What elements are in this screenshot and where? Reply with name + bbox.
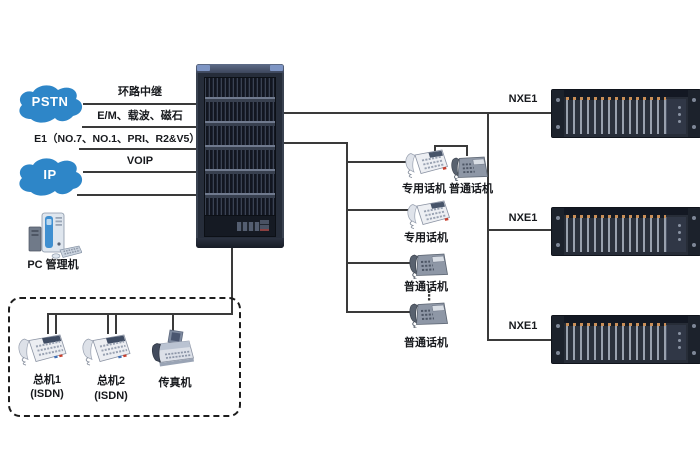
phone-bus-line: [346, 142, 348, 313]
dedicated-phone-label-1: 专用话机: [402, 183, 446, 195]
mount-ear: [688, 316, 700, 363]
card-slots: [566, 97, 666, 134]
ordinary-phone-label-3: 普通话机: [404, 337, 448, 349]
nxe1-3-branch-line: [487, 339, 551, 341]
dedicated-phone-icon-1: [402, 146, 448, 179]
console1-label: 总机1: [32, 374, 62, 386]
blank-panel: [666, 217, 686, 252]
mount-ear: [552, 208, 564, 255]
mount-ear: [688, 208, 700, 255]
ordinary-phone-label-1: 普通话机: [449, 183, 493, 195]
ordinary-phone-icon-1: [449, 152, 489, 181]
isdn-drop-line: [115, 315, 117, 334]
trunk-label-voip: VOIP: [126, 155, 154, 167]
console-phone-icon-2: [79, 330, 131, 367]
trunk-label-e1: E1（NO.7、NO.1、PRI、R2&V5）: [34, 133, 200, 145]
console2-label: 总机2: [96, 375, 126, 387]
trunk-label-em: E/M、载波、磁石: [97, 110, 183, 122]
ordinary-phone-icon-3: [407, 298, 449, 328]
phone-branch-line-1: [346, 161, 406, 163]
isdn-bus-line: [47, 313, 233, 315]
console-phone-icon-1: [15, 330, 67, 367]
dedicated-phone-icon-2: [404, 197, 450, 230]
cabinet-control-panel: [204, 215, 276, 237]
pstn-cloud-label: PSTN: [31, 94, 69, 109]
trunk-line-ip: [77, 194, 197, 196]
isdn-drop-line: [47, 315, 49, 334]
fax-machine-icon: [149, 329, 197, 370]
isdn-drop-line: [172, 315, 174, 334]
phone-bridge-line: [434, 145, 436, 153]
card-slots: [566, 323, 666, 360]
trunk-line-em: [82, 126, 197, 128]
nxe1-label-1: NXE1: [508, 93, 538, 105]
cabinet-top-cap: [196, 64, 284, 73]
phone-bridge-line: [466, 145, 468, 156]
cabinet-base: [196, 238, 284, 248]
more-phones-ellipsis: ⋮: [422, 288, 436, 303]
ip-cloud: IP: [14, 155, 86, 197]
card-slots: [566, 215, 666, 252]
main-cabinet: [196, 64, 284, 248]
blank-panel: [666, 99, 686, 134]
nxe1-chassis-1: [551, 89, 700, 138]
nxe1-2-branch-line: [487, 229, 551, 231]
isdn-drop-line: [55, 315, 57, 334]
cabinet-to-nxe1-line: [284, 112, 553, 114]
phone-branch-line-4: [346, 311, 410, 313]
trunk-line-e1: [79, 148, 197, 150]
ip-cloud-label: IP: [43, 167, 57, 182]
trunk-line-voip: [83, 171, 197, 173]
pc-label: PC 管理机: [27, 259, 79, 271]
nxe1-label-3: NXE1: [508, 320, 538, 332]
pstn-cloud: PSTN: [14, 83, 86, 123]
phone-branch-line-3: [346, 262, 410, 264]
cabinet-to-isdn-line: [231, 248, 233, 315]
isdn-drop-line: [107, 315, 109, 334]
phone-branch-line-2: [346, 209, 408, 211]
mount-ear: [552, 316, 564, 363]
cabinet-card-slots: [204, 77, 276, 216]
phone-bridge-line: [434, 145, 468, 147]
console1-sublabel: (ISDN): [30, 388, 64, 400]
ordinary-phone-icon-2: [407, 249, 449, 279]
nxe1-bus-line: [487, 112, 489, 341]
nxe1-label-2: NXE1: [508, 212, 538, 224]
mount-ear: [552, 90, 564, 137]
isdn-group-box: [8, 297, 241, 417]
trunk-label-loop: 环路中继: [118, 86, 162, 98]
pc-tower-icon: [26, 210, 82, 260]
nxe1-chassis-2: [551, 207, 700, 256]
blank-panel: [666, 325, 686, 360]
nxe1-chassis-3: [551, 315, 700, 364]
fax-label: 传真机: [158, 377, 192, 389]
console2-sublabel: (ISDN): [94, 390, 128, 402]
trunk-line-loop: [83, 103, 197, 105]
dedicated-phone-label-2: 专用话机: [404, 232, 448, 244]
ordinary-phone-label-2: 普通话机: [404, 281, 448, 293]
mount-ear: [688, 90, 700, 137]
cabinet-to-phones-line: [284, 142, 348, 144]
